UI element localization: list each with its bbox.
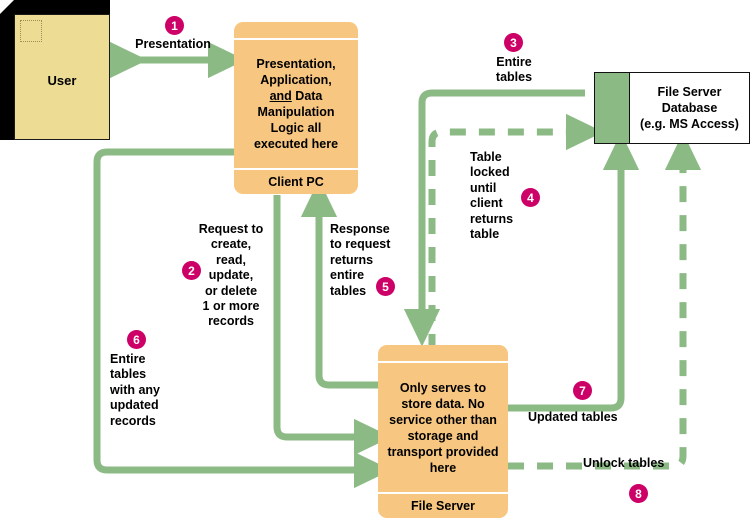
user-node-corner-marker (20, 20, 42, 42)
database-cylinder-icon (595, 73, 630, 143)
database-label: File Server Database (e.g. MS Access) (630, 73, 749, 143)
flow-3-label: Entire tables (495, 55, 533, 85)
client-pc-line-3-rest: Data (291, 89, 323, 103)
user-node: User (14, 14, 110, 140)
step-badge-3: 3 (504, 33, 523, 52)
flow-2-label: Request to create, read, update, or dele… (198, 222, 264, 329)
client-pc-body: Presentation, Application, and Data Mani… (234, 40, 358, 168)
client-pc-line-3-emphasis: and (269, 89, 292, 103)
flow-5-label: Response to request returns entire table… (330, 222, 391, 298)
file-server-body: Only serves to store data. No service ot… (387, 380, 499, 475)
user-node-label: User (47, 73, 77, 88)
database-line-3: (e.g. MS Access) (640, 117, 739, 132)
step-badge-2: 2 (182, 261, 201, 280)
flow-8-label: Unlock tables (583, 456, 665, 470)
client-pc-footer-label: Client PC (234, 168, 358, 194)
flow-7-label: Updated tables (528, 410, 618, 424)
file-server-database-node: File Server Database (e.g. MS Access) (594, 72, 750, 144)
step-badge-8: 8 (629, 484, 648, 503)
client-pc-cap (234, 22, 358, 40)
file-server-footer-label: File Server (378, 492, 508, 518)
client-pc-line-6: executed here (253, 137, 339, 151)
database-line-2: Database (661, 100, 718, 115)
client-pc-line-1: Presentation, (256, 57, 336, 71)
step-badge-6: 6 (127, 330, 146, 349)
client-pc-line-2: Application, (260, 73, 332, 87)
client-pc-line-5: Logic all (270, 121, 322, 135)
flow-1-label: Presentation (135, 37, 211, 51)
step-badge-7: 7 (573, 381, 592, 400)
flow-6-label: Entire tables with any updated records (110, 352, 161, 428)
file-server-cap (378, 345, 508, 363)
client-pc-node: Presentation, Application, and Data Mani… (234, 22, 358, 194)
database-line-1: File Server (657, 84, 722, 99)
step-badge-4: 4 (521, 188, 540, 207)
step-badge-1: 1 (165, 16, 184, 35)
client-pc-line-4: Manipulation (257, 105, 335, 119)
file-server-node: Only serves to store data. No service ot… (378, 345, 508, 518)
step-badge-5: 5 (376, 277, 395, 296)
flow-4-label: Table locked until client returns table (470, 150, 514, 241)
